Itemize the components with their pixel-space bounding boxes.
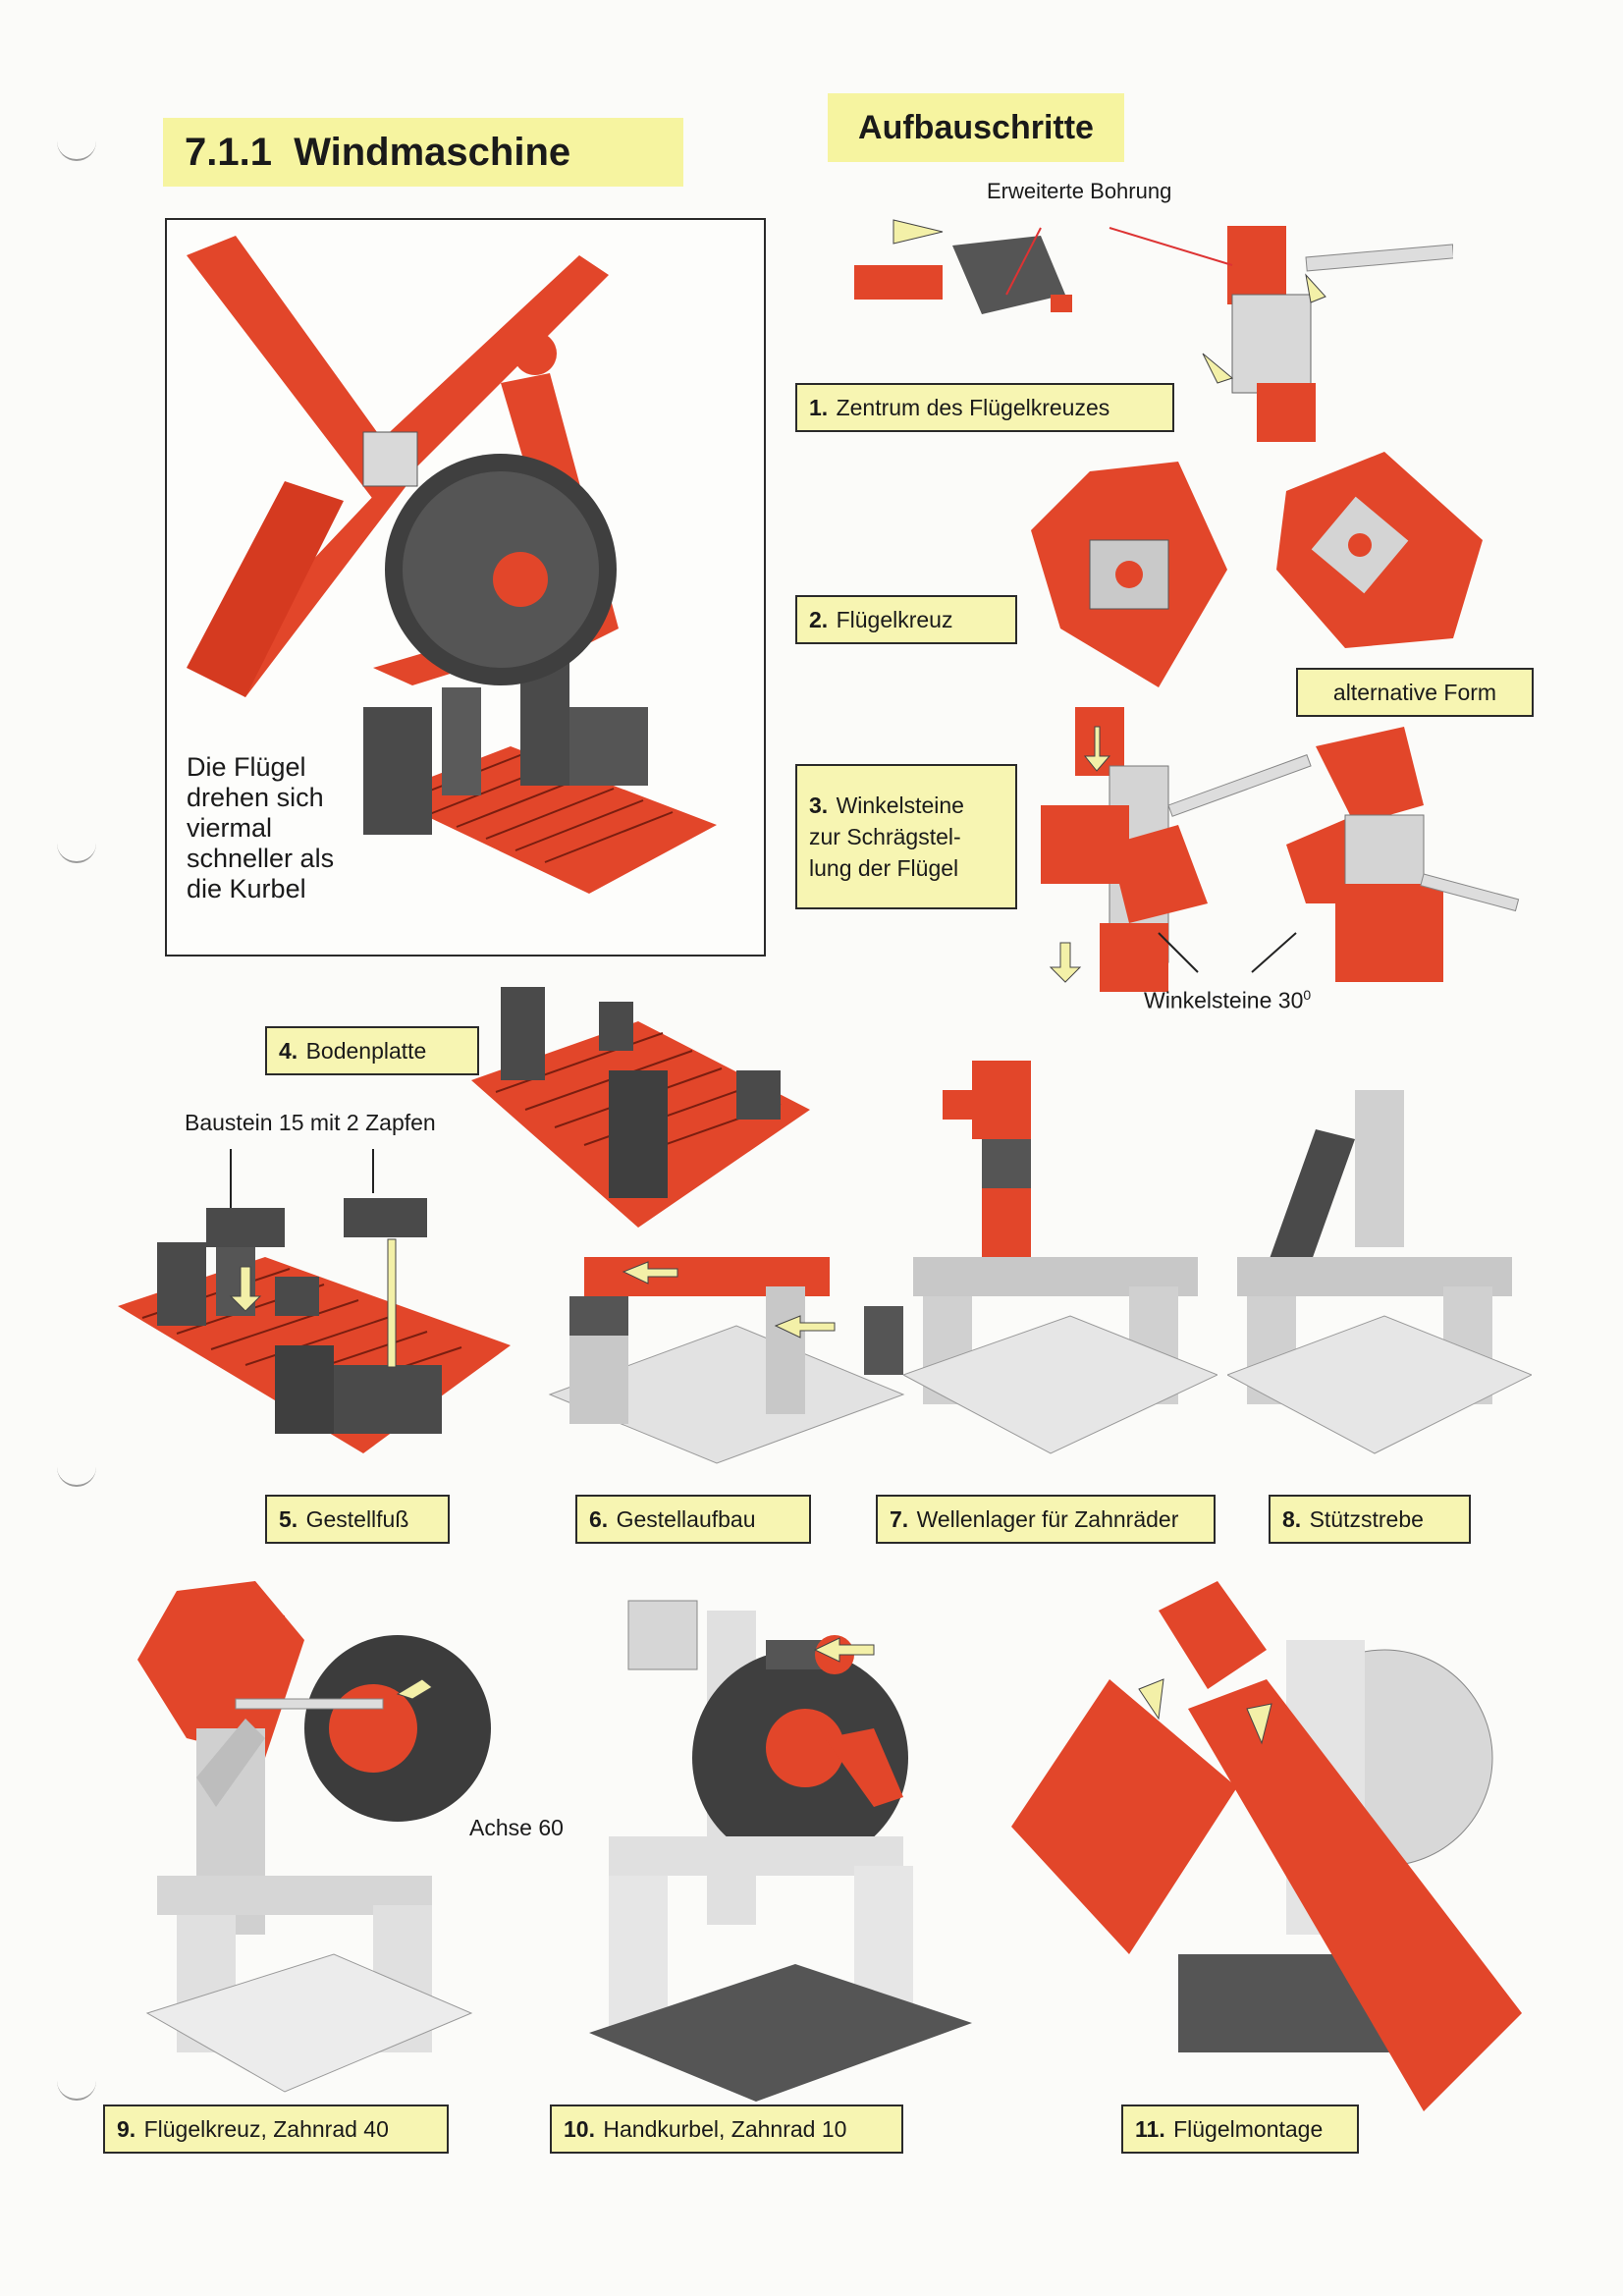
windmill-illustration xyxy=(187,236,717,894)
note-line: drehen sich xyxy=(187,783,324,812)
step-number: 2. xyxy=(809,606,829,632)
step-label-8: 8. Stützstrebe xyxy=(1269,1495,1471,1544)
step-label-2: 2. Flügelkreuz xyxy=(795,595,1017,644)
step-label-1: 1. Zentrum des Flügelkreuzes xyxy=(795,383,1174,432)
main-figure-note: Die Flügel drehen sich viermal schneller… xyxy=(187,752,334,904)
step-text: Flügelkreuz xyxy=(836,606,953,632)
step-text-line: Winkelsteine xyxy=(836,793,964,818)
step-number: 4. xyxy=(279,1037,298,1064)
step8-illustration xyxy=(1227,1090,1532,1454)
step-text: Wellenlager für Zahnräder xyxy=(916,1505,1179,1532)
step-number: 8. xyxy=(1282,1505,1302,1532)
step7-illustration xyxy=(903,1061,1217,1454)
step-text: Bodenplatte xyxy=(305,1037,427,1064)
step-text: Gestellfuß xyxy=(305,1505,409,1532)
step-label-11: 11. Flügelmontage xyxy=(1121,2105,1359,2154)
step-text: Zentrum des Flügelkreuzes xyxy=(836,394,1110,420)
step-text: Flügelmontage xyxy=(1173,2115,1324,2142)
step9-illustration xyxy=(137,1581,491,2093)
note-line: viermal xyxy=(187,813,273,843)
winkelsteine-text: Winkelsteine 30 xyxy=(1144,987,1304,1013)
step-number: 9. xyxy=(117,2115,136,2142)
step-text-line: zur Schrägstel- xyxy=(809,824,961,849)
step-text-line: lung der Flügel xyxy=(809,855,959,881)
step2-illustration xyxy=(1031,452,1483,687)
step-number: 11. xyxy=(1135,2115,1165,2142)
alternative-form-label: alternative Form xyxy=(1296,668,1534,717)
annotation-baustein: Baustein 15 mit 2 Zapfen xyxy=(185,1110,436,1135)
section-number: 7.1.1 xyxy=(185,130,272,174)
step11-illustration xyxy=(1011,1581,1522,2111)
step-number: 1. xyxy=(809,394,829,420)
step10-illustration xyxy=(589,1600,972,2102)
step4-illustration xyxy=(471,987,810,1228)
step-label-5: 5. Gestellfuß xyxy=(265,1495,450,1544)
annotation-achse: Achse 60 xyxy=(469,1815,564,1840)
step-number: 5. xyxy=(279,1505,298,1532)
step-text: Stützstrebe xyxy=(1309,1505,1424,1532)
step-label-9: 9. Flügelkreuz, Zahnrad 40 xyxy=(103,2105,449,2154)
step-text: Handkurbel, Zahnrad 10 xyxy=(603,2115,847,2142)
step-number: 6. xyxy=(589,1505,609,1532)
step-label-10: 10. Handkurbel, Zahnrad 10 xyxy=(550,2105,903,2154)
punch-hole xyxy=(57,840,96,863)
section-title: 7.1.1 Windmaschine xyxy=(163,118,683,187)
step-number: 10. xyxy=(564,2115,595,2142)
winkelsteine-degree: 0 xyxy=(1303,987,1312,1003)
punch-hole xyxy=(57,137,96,161)
punch-hole xyxy=(57,2077,96,2101)
note-line: Die Flügel xyxy=(187,752,306,782)
annotation-winkelsteine: Winkelsteine 300 xyxy=(1144,987,1311,1014)
step-label-3: 3. Winkelsteine zur Schrägstel- lung der… xyxy=(795,764,1017,909)
step-text: Gestellaufbau xyxy=(616,1505,756,1532)
punch-hole xyxy=(57,1463,96,1487)
step-number: 3. xyxy=(809,793,829,818)
note-line: die Kurbel xyxy=(187,874,306,903)
step-text: Flügelkreuz, Zahnrad 40 xyxy=(143,2115,389,2142)
note-line: schneller als xyxy=(187,844,335,873)
step-label-4: 4. Bodenplatte xyxy=(265,1026,479,1075)
step1-illustration xyxy=(854,219,1453,442)
steps-heading: Aufbauschritte xyxy=(828,93,1124,162)
annotation-erweiterte-bohrung: Erweiterte Bohrung xyxy=(987,179,1172,203)
step5-illustration xyxy=(118,1149,511,1453)
step-label-6: 6. Gestellaufbau xyxy=(575,1495,811,1544)
step-label-7: 7. Wellenlager für Zahnräder xyxy=(876,1495,1216,1544)
step6-illustration xyxy=(548,1257,905,1464)
step3-illustration xyxy=(1041,707,1520,992)
step-number: 7. xyxy=(890,1505,909,1532)
section-name: Windmaschine xyxy=(294,130,571,174)
